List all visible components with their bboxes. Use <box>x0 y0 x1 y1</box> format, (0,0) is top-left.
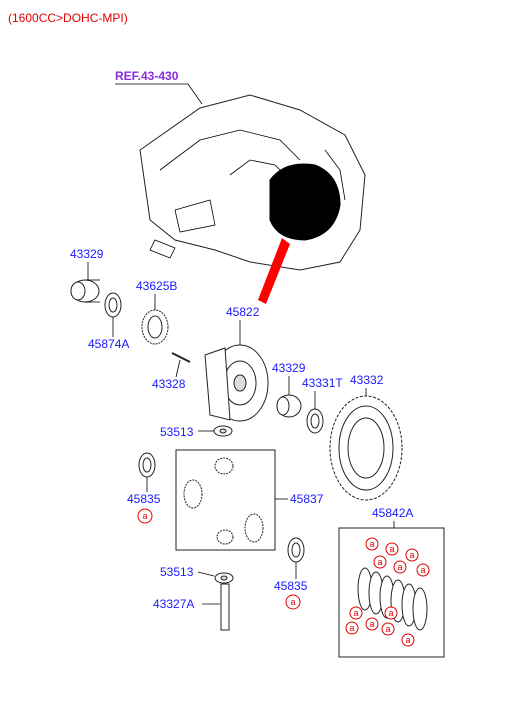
svg-text:a: a <box>389 544 394 554</box>
part-label: 45822 <box>226 305 260 319</box>
svg-text:a: a <box>420 565 425 575</box>
shaft-43327a[interactable] <box>220 583 230 631</box>
svg-text:a: a <box>142 511 147 521</box>
svg-text:a: a <box>369 539 374 549</box>
ring-43331t[interactable] <box>306 408 324 434</box>
svg-text:a: a <box>353 608 358 618</box>
svg-text:a: a <box>290 597 295 607</box>
highlight-arrow <box>258 238 290 304</box>
washer-53513-lower[interactable] <box>214 572 234 584</box>
reference-link[interactable]: REF.43-430 <box>115 69 203 105</box>
ring-gear-43332[interactable] <box>329 395 403 501</box>
svg-text:a: a <box>369 619 374 629</box>
washer-45835-left[interactable] <box>138 452 156 478</box>
model-header: (1600CC>DOHC-MPI) <box>8 11 128 25</box>
differential-case-45822[interactable] <box>204 344 269 422</box>
transmission-housing <box>139 94 366 271</box>
part-label: 45842A <box>372 506 413 520</box>
part-label: 53513 <box>160 565 194 579</box>
pin-43328[interactable] <box>171 352 191 363</box>
ring-45874a[interactable] <box>104 292 122 318</box>
svg-text:a: a <box>388 608 393 618</box>
part-label: 45835 <box>274 579 308 593</box>
part-label: 43331T <box>302 376 343 390</box>
part-label: 43332 <box>350 373 384 387</box>
svg-text:a: a <box>385 624 390 634</box>
part-label: 43327A <box>153 597 194 611</box>
svg-text:a: a <box>397 562 402 572</box>
washer-53513-upper[interactable] <box>213 425 233 437</box>
part-label: 43329 <box>70 247 104 261</box>
kit-marker: a <box>285 594 301 610</box>
bearing-43329-right[interactable] <box>276 394 302 418</box>
kit-markers: a a a a a a a a a a a a <box>345 537 430 647</box>
part-label: 45835 <box>127 492 161 506</box>
washer-45835-right[interactable] <box>287 537 305 563</box>
kit-marker: a <box>137 508 153 524</box>
part-label: 45874A <box>88 337 129 351</box>
part-label: 43328 <box>152 377 186 391</box>
part-label: 43625B <box>136 279 177 293</box>
part-label: 45837 <box>290 492 324 506</box>
svg-text:a: a <box>377 557 382 567</box>
svg-text:a: a <box>405 635 410 645</box>
part-label: 53513 <box>160 425 194 439</box>
svg-text:a: a <box>409 550 414 560</box>
svg-text:a: a <box>349 623 354 633</box>
reference-label[interactable]: REF.43-430 <box>115 69 179 83</box>
part-label: 43329 <box>272 361 306 375</box>
bearing-43329-left[interactable] <box>70 279 100 303</box>
gear-set-45837[interactable] <box>175 449 276 551</box>
gear-43625b[interactable] <box>141 309 169 345</box>
